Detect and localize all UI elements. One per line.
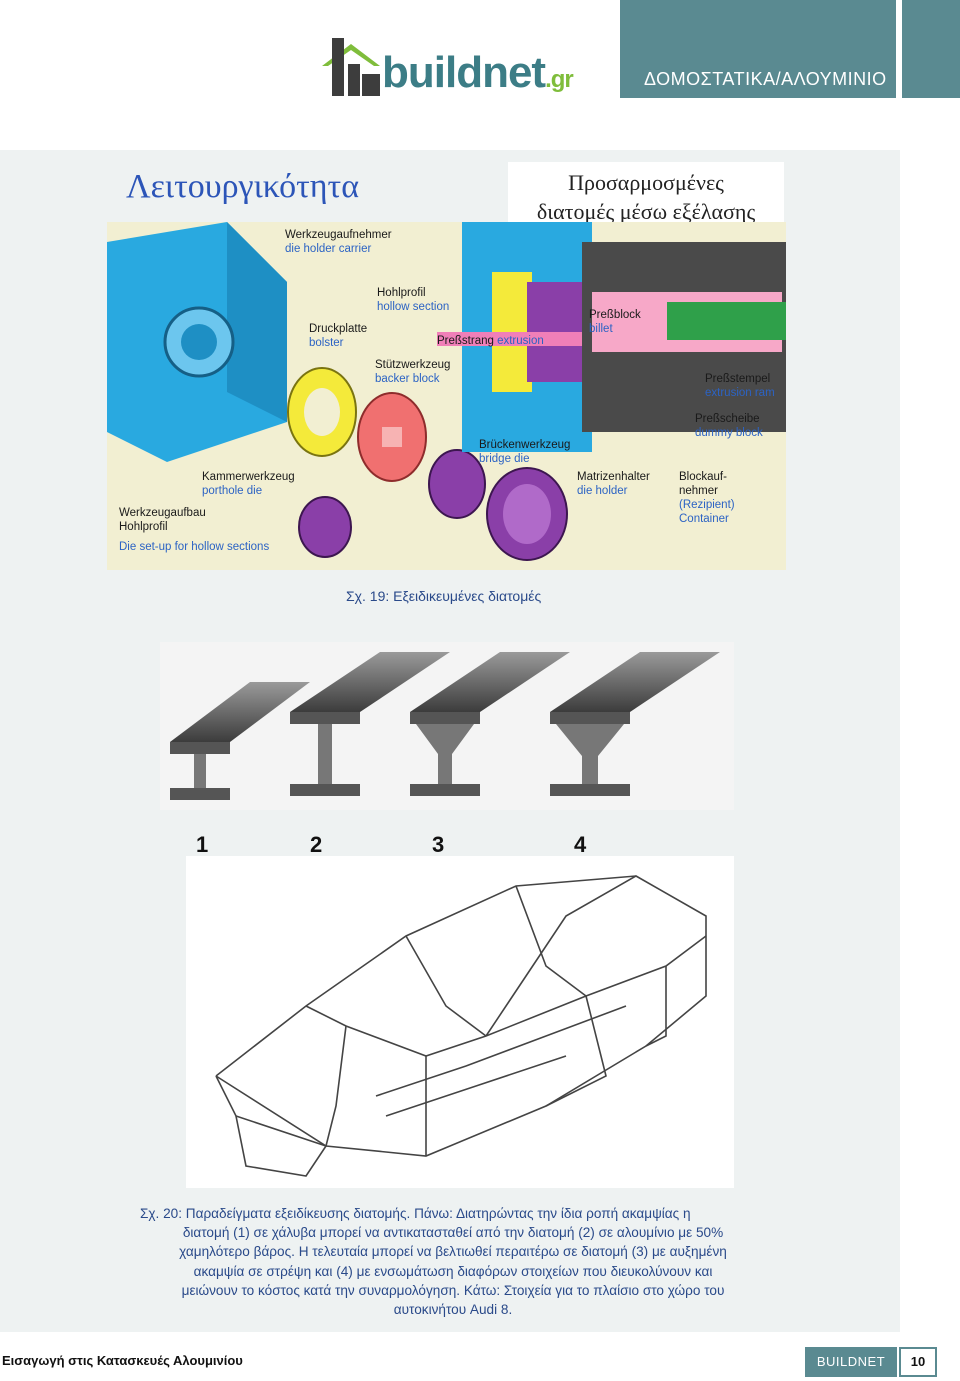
- page-number: 10: [899, 1347, 937, 1377]
- profile-number-1: 1: [196, 832, 209, 857]
- footer-document-title: Εισαγωγή στις Κατασκευές Αλουμινίου: [2, 1353, 243, 1368]
- label-extrusion: Preßstrang extrusion: [437, 335, 544, 347]
- label-die-setup: Werkzeugaufbau Hohlprofil Die set-up for…: [119, 507, 270, 553]
- category-label: ΔΟΜΟΣΤΑΤΙΚΑ/ΑΛΟΥΜΙΝΙΟ: [644, 69, 887, 89]
- logo-text: buildnet.gr: [382, 48, 574, 97]
- beam-profiles-figure: [160, 642, 734, 810]
- header-corner-block: [902, 0, 960, 98]
- car-frame-illustration: [215, 875, 707, 1177]
- die-setup-illustration: [107, 222, 786, 561]
- subtitle-line-1: Προσαρμοσμένες: [568, 170, 724, 195]
- section-title: Λειτουργικότητα: [126, 168, 360, 205]
- house-icon: [322, 38, 380, 96]
- label-container: Blockauf- nehmer (Rezipient) Container: [679, 471, 735, 525]
- beam-profiles-illustration: [170, 652, 720, 800]
- profile-number-2: 2: [310, 832, 323, 857]
- buildnet-logo[interactable]: buildnet.gr: [318, 36, 608, 108]
- profile-number-3: 3: [432, 832, 445, 857]
- subtitle-line-2: διατομές μέσω εξέλασης: [536, 199, 756, 224]
- figure20-caption: Σχ. 20: Παραδείγματα εξειδίκευσης διατομ…: [140, 1206, 727, 1318]
- category-banner: ΔΟΜΟΣΤΑΤΙΚΑ/ΑΛΟΥΜΙΝΙΟ: [620, 0, 896, 98]
- car-frame-figure: [186, 856, 734, 1188]
- profile-number-4: 4: [574, 832, 587, 857]
- figure19-caption: Σχ. 19: Εξειδικευμένες διατομές: [346, 588, 542, 604]
- footer-brand[interactable]: BUILDNET: [805, 1347, 897, 1377]
